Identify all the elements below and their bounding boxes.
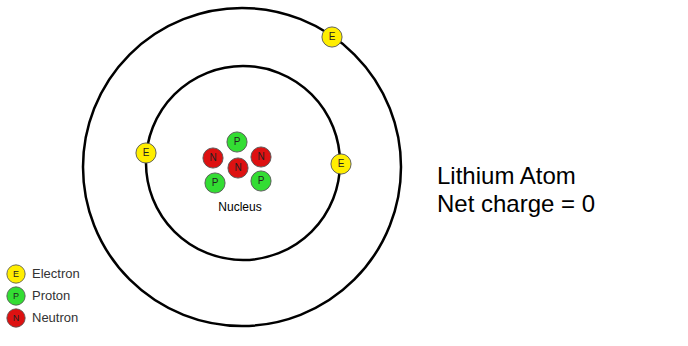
legend-swatch: E [6, 264, 26, 284]
particle-letter: P [258, 176, 265, 186]
particle-letter: P [234, 137, 241, 147]
legend-text: Proton [32, 289, 70, 304]
particle-letter: N [257, 152, 264, 162]
neutron-circle: N [227, 157, 249, 179]
neutron-circle: N [250, 146, 272, 168]
charge-note: Net charge = 0 [437, 190, 595, 218]
inner-orbit [146, 66, 340, 260]
electron-circle: E [321, 26, 343, 48]
legend-letter: N [13, 314, 20, 323]
particle-letter: N [234, 163, 241, 173]
neutron-circle: N [202, 147, 224, 169]
legend-swatch: P [6, 286, 26, 306]
particle-letter: E [338, 159, 345, 169]
nucleus-label: Nucleus [218, 201, 261, 215]
legend-text: Neutron [32, 311, 78, 326]
proton-circle: P [204, 172, 226, 194]
legend-swatch-circle [7, 287, 25, 305]
particle-letter: E [329, 32, 336, 42]
legend-letter: P [13, 292, 19, 301]
particle-letter: E [143, 148, 150, 158]
particle-letter: P [212, 178, 219, 188]
legend-swatch-circle [7, 309, 25, 327]
legend-swatch-circle [7, 265, 25, 283]
legend-letter: E [13, 270, 19, 279]
legend-text: Electron [32, 267, 80, 282]
outer-orbit [83, 8, 401, 326]
legend-swatch: N [6, 308, 26, 328]
electron-circle: E [330, 153, 352, 175]
atom-name: Lithium Atom [437, 162, 576, 190]
proton-circle: P [250, 170, 272, 192]
electron-circle: E [135, 142, 157, 164]
proton-circle: P [226, 131, 248, 153]
particle-letter: N [209, 153, 216, 163]
